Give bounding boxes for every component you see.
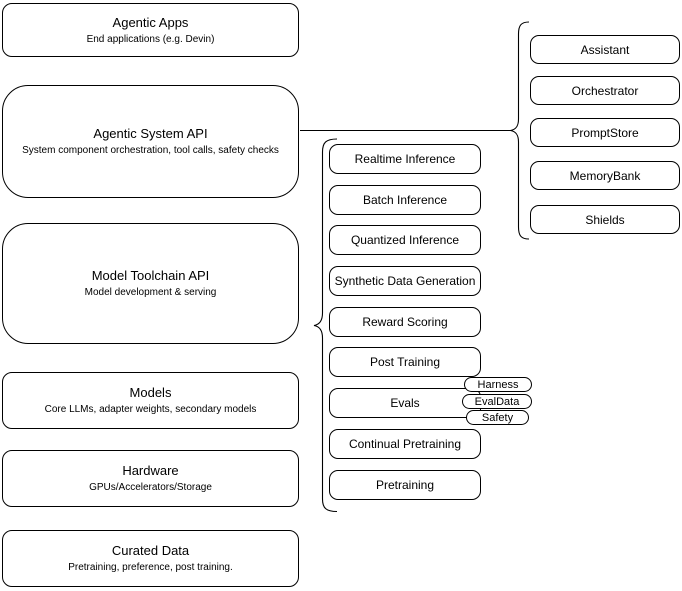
node-subtitle: Model development & serving	[84, 287, 217, 298]
tag-safety: Safety	[466, 410, 529, 425]
node-reward-scoring: Reward Scoring	[329, 307, 481, 337]
tag-label: EvalData	[474, 395, 520, 408]
tag-label: Safety	[481, 411, 514, 424]
node-label: Assistant	[580, 42, 630, 57]
node-title: Agentic System API	[93, 126, 208, 141]
node-label: Realtime Inference	[354, 152, 456, 166]
node-label: Pretraining	[375, 478, 435, 492]
node-title: Agentic Apps	[112, 14, 189, 30]
node-label: Batch Inference	[362, 193, 448, 207]
node-title: Hardware	[122, 463, 179, 478]
node-label: PromptStore	[571, 125, 639, 140]
node-title: Model Toolchain API	[91, 268, 210, 283]
node-subtitle: System component orchestration, tool cal…	[22, 145, 279, 156]
tag-evaldata: EvalData	[462, 394, 532, 409]
node-label: Synthetic Data Generation	[334, 274, 476, 288]
node-subtitle: End applications (e.g. Devin)	[86, 33, 215, 45]
node-agentic-apps: Agentic Apps End applications (e.g. Devi…	[2, 3, 299, 57]
node-label: Evals	[390, 396, 420, 410]
node-quantized-inference: Quantized Inference	[329, 225, 481, 255]
tag-label: Harness	[477, 378, 519, 391]
node-label: Shields	[585, 212, 625, 227]
node-models: Models Core LLMs, adapter weights, secon…	[2, 372, 299, 429]
node-label: Reward Scoring	[362, 315, 448, 329]
node-label: Continual Pretraining	[348, 437, 462, 451]
node-batch-inference: Batch Inference	[329, 185, 481, 215]
node-assistant: Assistant	[530, 35, 680, 64]
node-pretraining: Pretraining	[329, 470, 481, 500]
node-hardware: Hardware GPUs/Accelerators/Storage	[2, 450, 299, 507]
node-title: Models	[129, 385, 172, 400]
node-label: Post Training	[369, 355, 441, 369]
system-group-bracket	[510, 21, 530, 240]
node-curated-data: Curated Data Pretraining, preference, po…	[2, 530, 299, 587]
node-realtime-inference: Realtime Inference	[329, 144, 481, 174]
node-subtitle: GPUs/Accelerators/Storage	[89, 482, 212, 493]
node-evals: Evals	[329, 388, 481, 418]
node-synthetic-data-generation: Synthetic Data Generation	[329, 266, 481, 296]
node-label: MemoryBank	[569, 168, 641, 183]
node-label: Orchestrator	[571, 83, 639, 98]
node-promptstore: PromptStore	[530, 118, 680, 147]
node-orchestrator: Orchestrator	[530, 76, 680, 105]
node-title: Curated Data	[111, 543, 190, 558]
node-post-training: Post Training	[329, 347, 481, 377]
node-memorybank: MemoryBank	[530, 161, 680, 190]
tag-harness: Harness	[464, 377, 532, 392]
node-subtitle: Pretraining, preference, post training.	[68, 562, 233, 573]
node-subtitle: Core LLMs, adapter weights, secondary mo…	[44, 404, 257, 415]
node-label: Quantized Inference	[350, 233, 460, 247]
node-continual-pretraining: Continual Pretraining	[329, 429, 481, 459]
node-model-toolchain-api: Model Toolchain API Model development & …	[2, 223, 299, 344]
node-shields: Shields	[530, 205, 680, 234]
node-agentic-system-api: Agentic System API System component orch…	[2, 85, 299, 198]
